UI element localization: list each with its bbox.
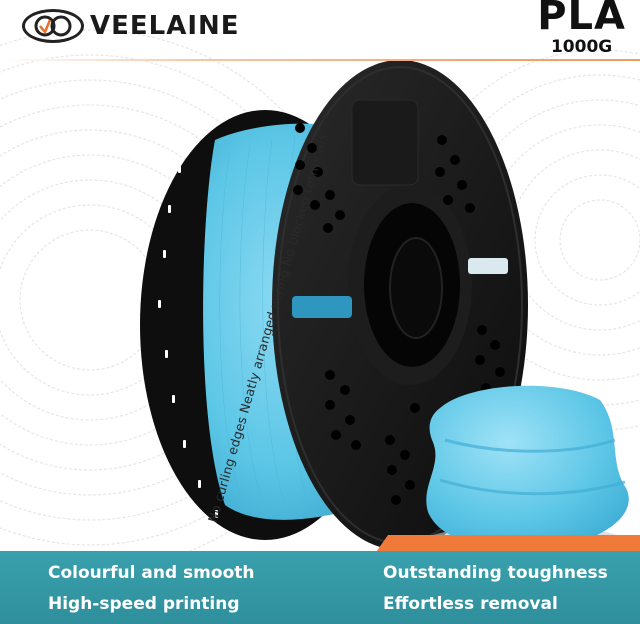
material-weight: 1000G: [550, 37, 613, 57]
feature-toughness: Outstanding toughness: [383, 563, 608, 583]
material-label: PLA 1000G: [537, 0, 626, 56]
feature-colourful: Colourful and smooth: [48, 563, 255, 583]
header-divider: [0, 59, 640, 61]
feature-high-speed: High-speed printing: [48, 594, 240, 614]
brand-logo: VEELAINE: [22, 6, 240, 46]
ve-monogram-icon: [22, 9, 84, 43]
brand-name: VEELAINE: [90, 11, 240, 41]
printed-sample: [426, 385, 629, 554]
material-name: PLA: [537, 0, 626, 39]
footer-accent-stripe: [376, 535, 640, 551]
feature-removal: Effortless removal: [383, 594, 558, 614]
feature-banner: [0, 551, 640, 624]
